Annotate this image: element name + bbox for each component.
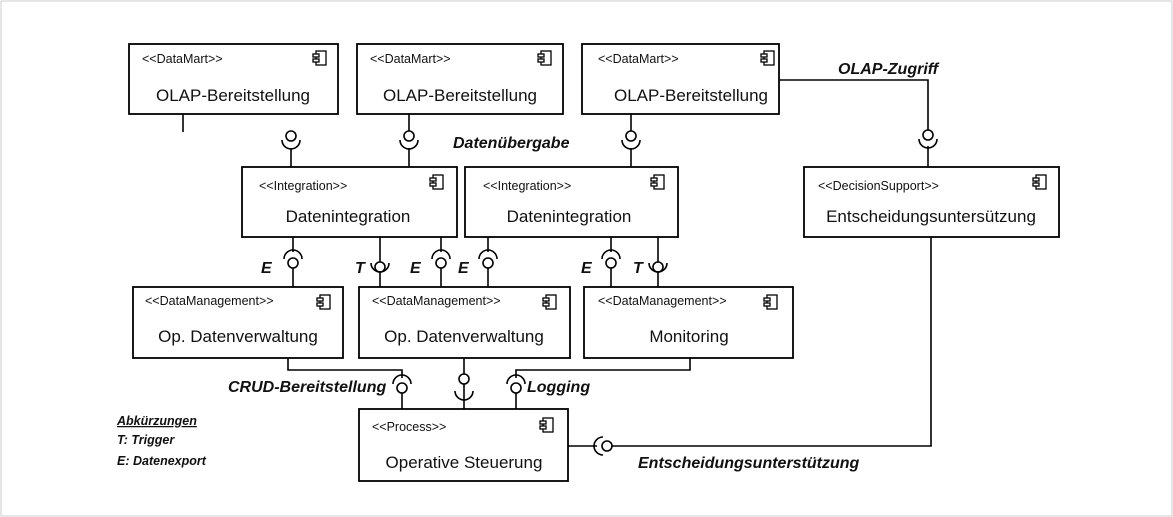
component-stereotype: <<DataMart>>	[142, 52, 223, 66]
entscheidungsunterstuetzung-label: Entscheidungsunterstützung	[638, 455, 860, 472]
component-monitoring[interactable]: <<DataManagement>> Monitoring	[583, 286, 794, 359]
component-icon	[312, 50, 327, 66]
required-interface-socket	[392, 374, 412, 385]
component-olap-bereitstellung-2[interactable]: <<DataMart>> OLAP-Bereitstellung	[356, 43, 564, 115]
required-interface-socket	[370, 262, 390, 273]
required-interface-socket	[283, 249, 303, 260]
component-stereotype: <<Integration>>	[259, 179, 347, 193]
component-stereotype: <<Process>>	[372, 420, 446, 434]
provided-interface-ball	[458, 373, 470, 385]
provided-interface-ball	[922, 129, 934, 141]
component-name: Op. Datenverwaltung	[384, 327, 544, 346]
required-interface-socket	[593, 436, 604, 456]
component-name: Datenintegration	[286, 207, 411, 226]
component-icon	[763, 294, 778, 310]
component-icon	[429, 174, 444, 190]
datenexport-marker: E	[261, 260, 273, 277]
component-name: Datenintegration	[507, 207, 632, 226]
component-stereotype: <<DataMart>>	[370, 52, 451, 66]
component-icon	[539, 417, 554, 433]
provided-interface-ball	[287, 257, 299, 269]
component-name: OLAP-Bereitstellung	[614, 86, 768, 105]
interface-symbols	[281, 129, 938, 456]
provided-interface-ball	[285, 130, 297, 142]
component-operative-steuerung[interactable]: <<Process>> Operative Steuerung	[358, 408, 569, 482]
component-olap-bereitstellung-3[interactable]: <<DataMart>> OLAP-Bereitstellung	[581, 43, 780, 115]
required-interface-socket	[281, 139, 301, 150]
provided-interface-ball	[510, 382, 522, 394]
component-datenintegration-1[interactable]: <<Integration>> Datenintegration	[241, 166, 458, 238]
provided-interface-ball	[605, 257, 617, 269]
component-op-datenverwaltung-2[interactable]: <<DataManagement>> Op. Datenverwaltung	[358, 286, 571, 359]
legend-item: T: Trigger	[117, 433, 175, 447]
legend-item: E: Datenexport	[117, 454, 207, 468]
component-stereotype: <<Integration>>	[483, 179, 571, 193]
component-icon	[760, 50, 775, 66]
component-name: OLAP-Bereitstellung	[383, 86, 537, 105]
component-icon	[537, 50, 552, 66]
component-stereotype: <<DecisionSupport>>	[818, 179, 939, 193]
component-datenintegration-2[interactable]: <<Integration>> Datenintegration	[464, 166, 679, 238]
required-interface-socket	[399, 139, 419, 150]
trigger-marker: T	[633, 260, 644, 277]
provided-interface-ball	[403, 130, 415, 142]
component-stereotype: <<DataManagement>>	[598, 294, 727, 308]
required-interface-socket	[621, 139, 641, 150]
legend: Abkürzungen T: Trigger E: Datenexport	[116, 414, 207, 468]
component-name: OLAP-Bereitstellung	[156, 86, 310, 105]
datenexport-marker: E	[458, 260, 470, 277]
datenuebergabe-label: Datenübergabe	[453, 135, 570, 152]
required-interface-socket	[648, 262, 668, 273]
component-stereotype: <<DataMart>>	[598, 52, 679, 66]
provided-interface-ball	[435, 257, 447, 269]
logging-label: Logging	[527, 379, 590, 396]
trigger-labels: E T E E E T	[261, 260, 644, 277]
component-olap-bereitstellung-1[interactable]: <<DataMart>> OLAP-Bereitstellung	[128, 43, 339, 115]
required-interface-socket	[918, 138, 938, 149]
component-stereotype: <<DataManagement>>	[145, 294, 274, 308]
provided-interface-ball	[396, 382, 408, 394]
component-name: Op. Datenverwaltung	[158, 327, 318, 346]
olap-zugriff-label: OLAP-Zugriff	[838, 61, 940, 78]
datenexport-marker: E	[410, 260, 422, 277]
provided-interface-ball	[625, 130, 637, 142]
component-name: Entscheidungsuntersützung	[826, 207, 1036, 226]
datenexport-marker: E	[581, 260, 593, 277]
provided-interface-ball	[601, 440, 613, 452]
trigger-marker: T	[355, 260, 366, 277]
crud-bereitstellung-label: CRUD-Bereitstellung	[228, 379, 386, 396]
components: <<DataMart>> OLAP-Bereitstellung <<DataM…	[128, 43, 1060, 482]
provided-interface-ball	[482, 257, 494, 269]
component-entscheidungsunterstuetzung[interactable]: <<DecisionSupport>> Entscheidungsuntersü…	[803, 166, 1060, 238]
component-icon	[316, 294, 331, 310]
component-op-datenverwaltung-1[interactable]: <<DataManagement>> Op. Datenverwaltung	[132, 286, 344, 359]
component-name: Operative Steuerung	[386, 453, 543, 472]
component-icon	[1032, 174, 1047, 190]
required-interface-socket	[454, 390, 474, 401]
connectors	[182, 79, 932, 447]
required-interface-socket	[506, 374, 526, 385]
component-stereotype: <<DataManagement>>	[372, 294, 501, 308]
required-interface-socket	[601, 249, 621, 260]
legend-title: Abkürzungen	[116, 414, 197, 428]
interface-labels: OLAP-Zugriff Datenübergabe CRUD-Bereitst…	[228, 61, 940, 472]
component-name: Monitoring	[649, 327, 728, 346]
component-icon	[542, 294, 557, 310]
required-interface-socket	[431, 249, 451, 260]
required-interface-socket	[478, 249, 498, 260]
component-icon	[650, 174, 665, 190]
